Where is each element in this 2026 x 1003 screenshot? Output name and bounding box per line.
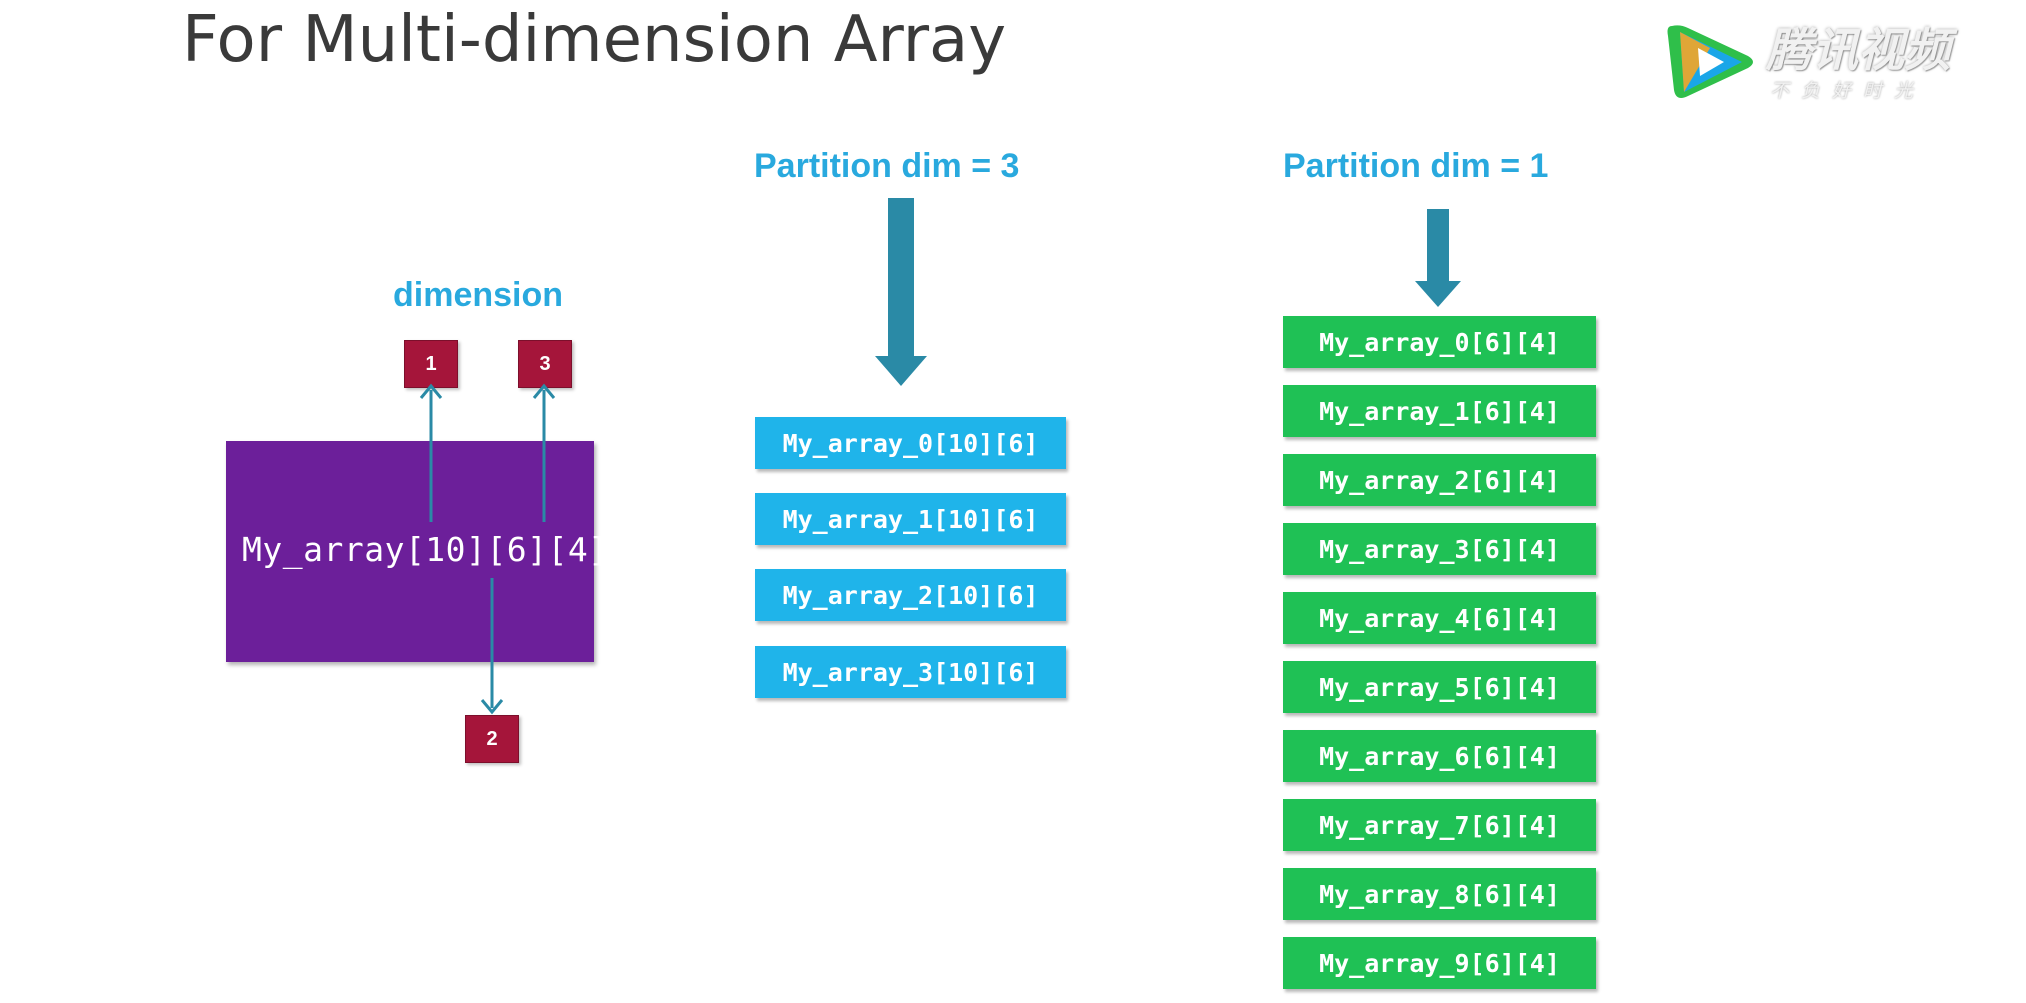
array-block	[226, 441, 594, 662]
partition-dim-1-item: My_array_7[6][4]	[1283, 799, 1596, 851]
dimension-heading: dimension	[393, 276, 564, 314]
play-logo-icon	[1667, 25, 1753, 99]
partition-dim-3-heading: Partition dim = 3	[754, 147, 1020, 185]
partition-dim-1-item: My_array_3[6][4]	[1283, 523, 1596, 575]
partition-dim-1-item: My_array_2[6][4]	[1283, 454, 1596, 506]
watermark-slogan: 不负好时光	[1770, 80, 1926, 102]
slide-title: For Multi-dimension Array	[182, 3, 1007, 77]
partition-dim-1-item: My_array_8[6][4]	[1283, 868, 1596, 920]
tencent-video-watermark: 腾讯视频 不负好时光	[1660, 18, 1960, 108]
partition-dim-3-arrow	[875, 198, 927, 386]
arrowhead-dimension-2	[480, 699, 504, 715]
array-label: My_array[10][6][4]	[242, 530, 609, 569]
watermark-name: 腾讯视频	[1766, 23, 1950, 77]
partition-dim-1-heading: Partition dim = 1	[1283, 147, 1549, 185]
dimension-1-box: 1	[404, 340, 458, 388]
partition-dim-1-item: My_array_4[6][4]	[1283, 592, 1596, 644]
partition-dim-3-item: My_array_0[10][6]	[755, 417, 1066, 469]
partition-dim-3-item: My_array_2[10][6]	[755, 569, 1066, 621]
dimension-2-box: 2	[465, 715, 519, 763]
partition-dim-1-item: My_array_0[6][4]	[1283, 316, 1596, 368]
partition-dim-1-item: My_array_6[6][4]	[1283, 730, 1596, 782]
dimension-3-box: 3	[518, 340, 572, 388]
partition-dim-1-arrow	[1415, 209, 1461, 307]
partition-dim-1-item: My_array_1[6][4]	[1283, 385, 1596, 437]
partition-dim-3-item: My_array_1[10][6]	[755, 493, 1066, 545]
partition-dim-1-item: My_array_5[6][4]	[1283, 661, 1596, 713]
partition-dim-3-item: My_array_3[10][6]	[755, 646, 1066, 698]
partition-dim-1-item: My_array_9[6][4]	[1283, 937, 1596, 989]
